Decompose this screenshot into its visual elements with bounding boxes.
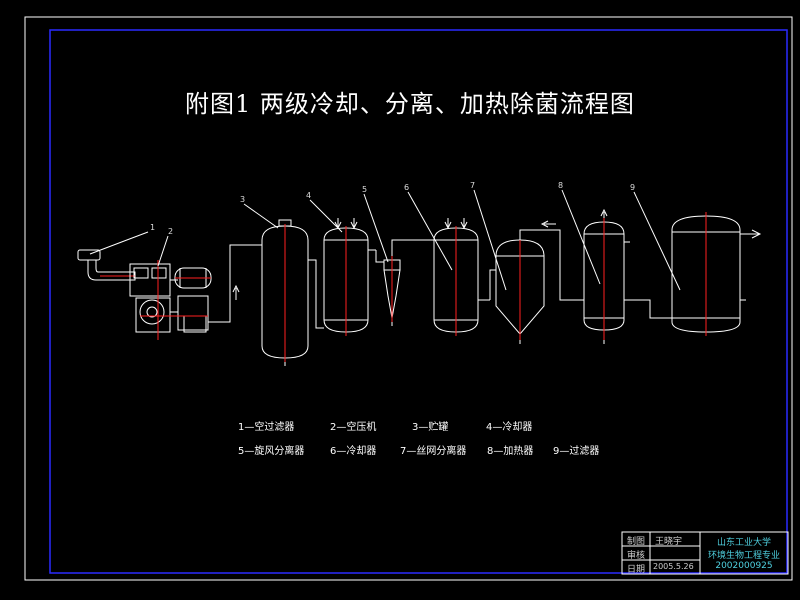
title-block-major: 环境生物工程专业 bbox=[707, 551, 780, 561]
title-block bbox=[621, 531, 789, 575]
title-block-school: 山东工业大学 bbox=[716, 538, 771, 548]
title-block-drawn-by-label: 制图 bbox=[627, 537, 646, 547]
legend-item: 3—贮罐 bbox=[412, 422, 449, 433]
equipment-number-labels: 1 2 3 4 5 6 7 8 9 bbox=[150, 181, 635, 236]
title-block-student-id: 2002000925 bbox=[715, 561, 773, 571]
legend-item: 5—旋风分离器 bbox=[238, 446, 305, 457]
equipment-number: 3 bbox=[240, 195, 245, 204]
legend-item: 7—丝网分离器 bbox=[400, 446, 467, 457]
leader-lines bbox=[89, 189, 681, 291]
title-block-date-value: 2005.5.26 bbox=[653, 562, 694, 571]
second-cooler bbox=[433, 218, 490, 336]
equipment-number: 1 bbox=[150, 223, 155, 232]
sterile-air-filter bbox=[671, 212, 762, 336]
pipe-compressor-to-tank bbox=[208, 244, 262, 323]
mesh-separator bbox=[495, 220, 584, 344]
equipment-number: 4 bbox=[306, 191, 311, 200]
inner-frame bbox=[49, 29, 788, 574]
legend-item: 2—空压机 bbox=[330, 422, 377, 433]
legend-item: 9—过滤器 bbox=[553, 446, 600, 457]
pipe-cooler2-to-separator bbox=[489, 269, 496, 300]
legend-item: 4—冷却器 bbox=[486, 422, 533, 433]
first-cooler bbox=[323, 218, 376, 336]
equipment-number: 5 bbox=[362, 185, 367, 194]
pipe-tank-to-cooler1 bbox=[308, 259, 324, 329]
equipment-number: 7 bbox=[470, 181, 475, 190]
diagram-title: 附图1 两级冷却、分离、加热除菌流程图 bbox=[185, 90, 635, 118]
legend-item: 6—冷却器 bbox=[330, 446, 377, 457]
legend-item: 8—加热器 bbox=[487, 446, 534, 457]
equipment-number: 6 bbox=[404, 183, 409, 192]
legend-item: 1—空过滤器 bbox=[238, 422, 295, 433]
equipment-number: 2 bbox=[168, 227, 173, 236]
outer-border bbox=[24, 16, 793, 581]
equipment-layer bbox=[77, 189, 762, 366]
pipe-cooler1-to-cyclone bbox=[375, 250, 384, 263]
title-block-reviewer-label: 审核 bbox=[627, 551, 646, 561]
air-receiver-tank bbox=[261, 219, 309, 366]
title-block-date-label: 日期 bbox=[627, 565, 646, 575]
heater bbox=[583, 208, 672, 344]
title-block-drawn-by-value: 王晓宇 bbox=[655, 537, 683, 547]
air-filter-intake bbox=[77, 249, 136, 281]
air-compressor bbox=[129, 260, 212, 340]
equipment-number: 8 bbox=[558, 181, 563, 190]
flow-arrow bbox=[232, 284, 240, 300]
equipment-number: 9 bbox=[630, 183, 635, 192]
cyclone-separator bbox=[383, 239, 434, 326]
